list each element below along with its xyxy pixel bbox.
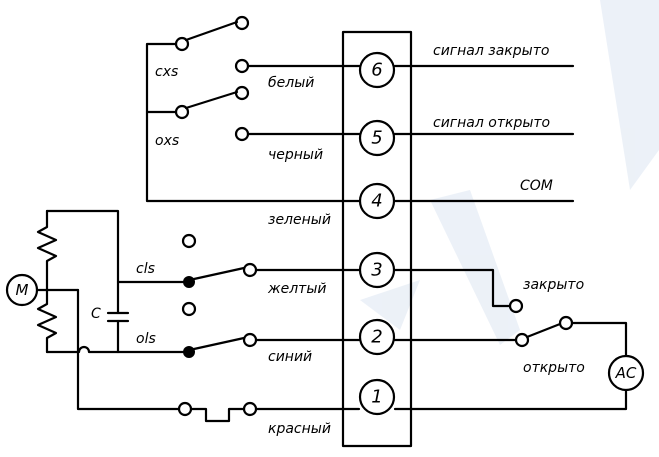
label-control-open: открыто	[523, 360, 585, 376]
label-cls: cls	[136, 261, 155, 277]
label-capacitor: C	[91, 306, 101, 322]
label-signal-open: сигнал открыто	[433, 115, 550, 131]
oxs-limit-switch	[174, 85, 361, 142]
label-red: красный	[268, 421, 331, 437]
winding-top-wire	[45, 209, 120, 315]
svg-text:5: 5	[371, 128, 382, 149]
motor-return-wire	[76, 288, 181, 411]
svg-text:4: 4	[371, 191, 382, 212]
ac-power-source: AC	[607, 354, 645, 392]
close-control-terminal	[508, 298, 524, 314]
cxs-limit-switch	[174, 15, 361, 74]
terminal-2: 2	[358, 318, 396, 356]
svg-text:2: 2	[371, 327, 382, 348]
label-white: белый	[268, 75, 314, 91]
label-black: черный	[268, 147, 323, 163]
terminal-5: 5	[358, 119, 396, 157]
ac-return-wire	[393, 388, 628, 411]
label-blue: синий	[268, 349, 312, 365]
label-green: зеленый	[268, 212, 331, 228]
open-control-switch	[514, 315, 628, 358]
svg-text:6: 6	[371, 60, 382, 81]
cls-limit-switch	[181, 233, 361, 288]
label-signal-closed: сигнал закрыто	[433, 43, 549, 59]
thermal-contact	[177, 401, 361, 423]
label-ols: ols	[136, 331, 156, 347]
terminal-1: 1	[358, 378, 396, 416]
svg-text:1: 1	[371, 387, 382, 408]
label-motor: M	[16, 281, 29, 299]
svg-text:AC: AC	[615, 364, 637, 382]
ols-limit-switch	[181, 301, 361, 358]
ols-feed-wire	[45, 345, 185, 354]
capacitor	[106, 311, 130, 354]
terminal-block	[341, 30, 413, 448]
terminal-6: 6	[358, 51, 396, 89]
label-control-close: закрыто	[523, 277, 584, 293]
cxs-oxs-common-wire	[145, 42, 361, 203]
motor	[5, 209, 58, 354]
close-control-wire	[393, 268, 512, 308]
svg-text:3: 3	[371, 260, 382, 281]
label-oxs: oxs	[155, 133, 179, 149]
label-cxs: cxs	[155, 64, 178, 80]
terminal-4: 4	[358, 182, 396, 220]
terminal-3: 3	[358, 251, 396, 289]
label-com: COM	[520, 178, 553, 194]
label-yellow: желтый	[267, 281, 326, 297]
